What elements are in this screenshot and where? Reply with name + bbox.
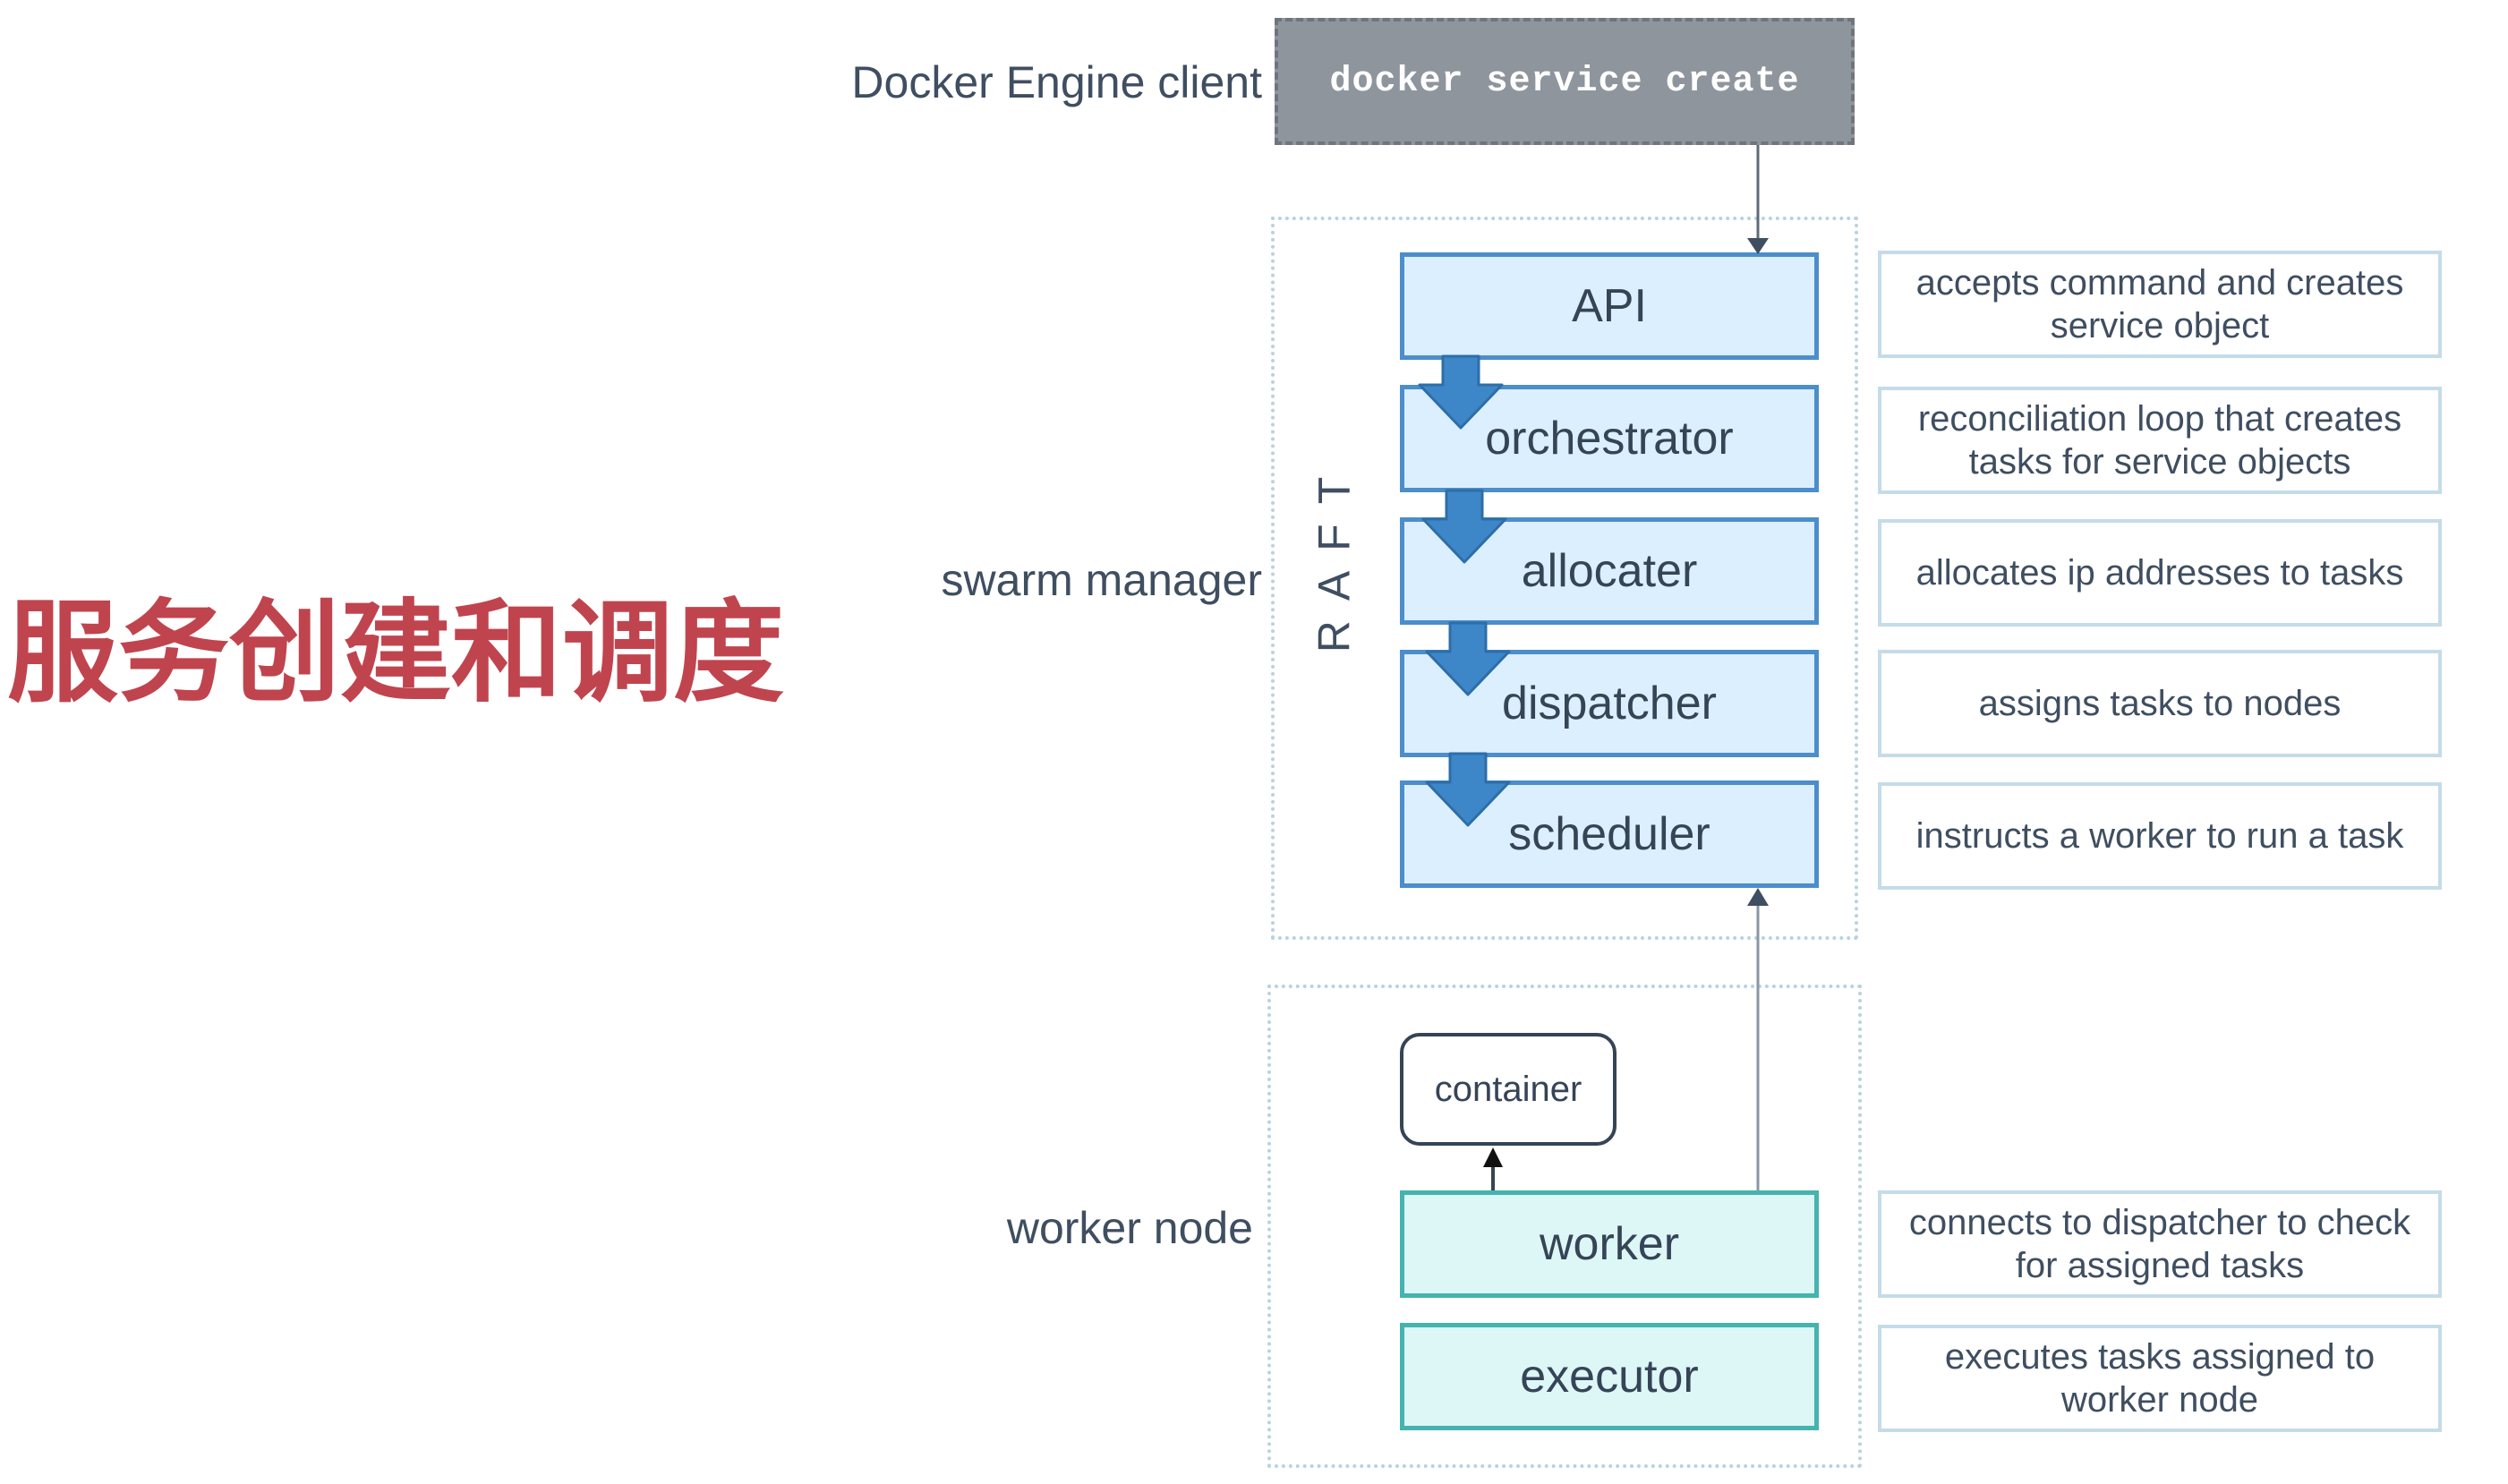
worker-component: worker	[1400, 1190, 1819, 1298]
orchestrator-description: reconciliation loop that creates tasks f…	[1878, 387, 2442, 494]
executor-description: executes tasks assigned to worker node	[1878, 1325, 2442, 1432]
page-title: 服务创建和调度	[7, 589, 785, 718]
raft-label: RAFT	[1309, 456, 1360, 653]
allocater-component: allocater	[1400, 517, 1819, 625]
orchestrator-component: orchestrator	[1400, 385, 1819, 492]
api-component: API	[1400, 252, 1819, 360]
worker-description: connects to dispatcher to check for assi…	[1878, 1190, 2442, 1298]
dispatcher-component: dispatcher	[1400, 650, 1819, 757]
docker-service-create-command: docker service create	[1275, 18, 1855, 145]
docker-engine-client-label: Docker Engine client	[851, 57, 1262, 107]
allocater-description: allocates ip addresses to tasks	[1878, 519, 2442, 627]
scheduler-description: instructs a worker to run a task	[1878, 782, 2442, 890]
swarm-manager-group	[1271, 217, 1858, 940]
worker-node-group	[1267, 985, 1862, 1468]
worker-node-label: worker node	[1006, 1203, 1253, 1253]
container-box: container	[1400, 1033, 1617, 1146]
scheduler-component: scheduler	[1400, 780, 1819, 888]
executor-component: executor	[1400, 1323, 1819, 1430]
swarm-manager-label: swarm manager	[941, 555, 1262, 605]
api-description: accepts command and creates service obje…	[1878, 251, 2442, 358]
dispatcher-description: assigns tasks to nodes	[1878, 650, 2442, 757]
